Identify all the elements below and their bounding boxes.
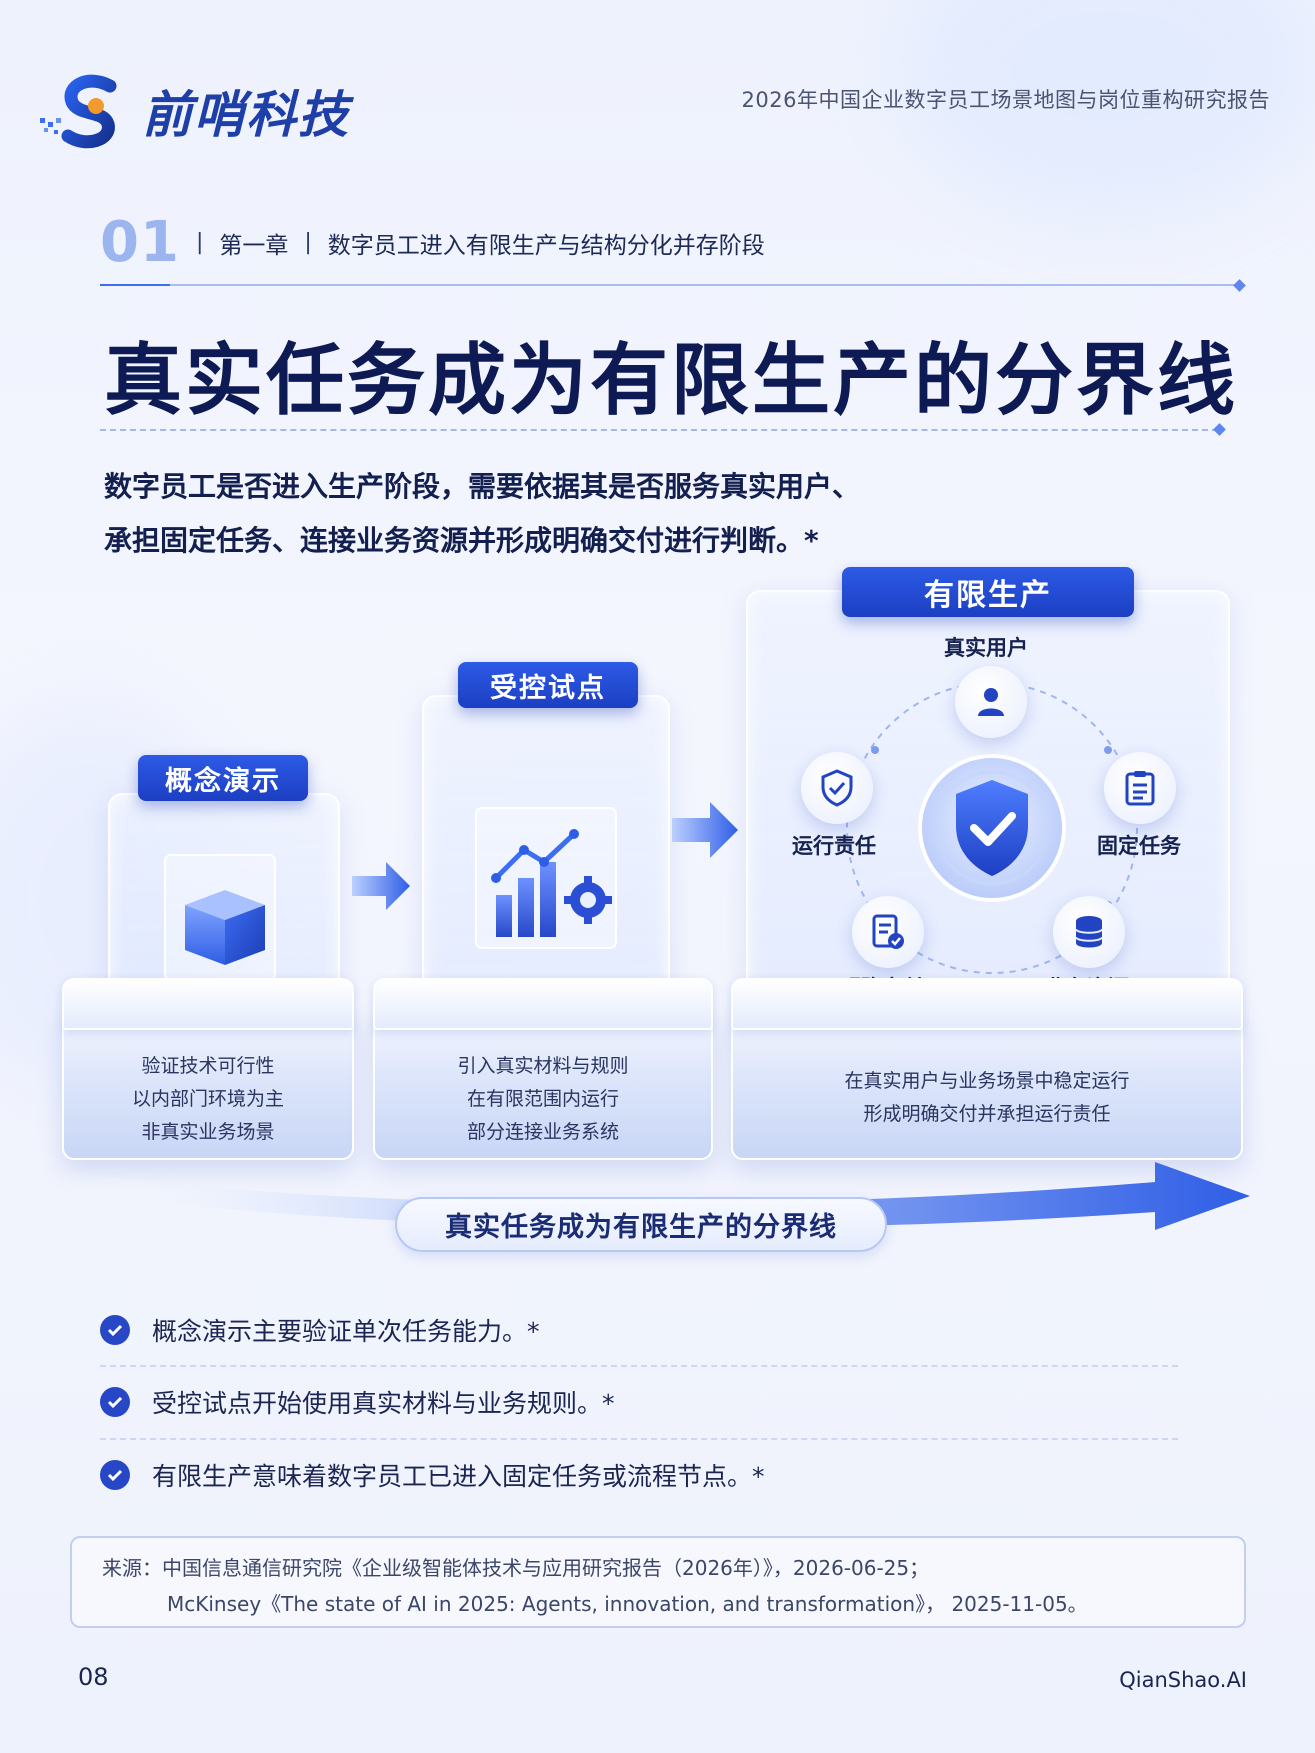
desc-line: 以内部门环境为主	[131, 1088, 284, 1110]
report-title: 2026年中国企业数字员工场景地图与岗位重构研究报告	[741, 88, 1270, 112]
bullet-text: 受控试点开始使用真实材料与业务规则。*	[152, 1389, 615, 1418]
chapter-number: 01	[100, 210, 180, 275]
bullet-divider	[100, 1365, 1178, 1367]
page-number: 08	[78, 1663, 109, 1691]
node-label-real-users: 真实用户	[944, 636, 1028, 660]
check-icon	[100, 1460, 130, 1490]
stage-label-production: 有限生产	[842, 567, 1134, 617]
logo-text: 前哨科技	[142, 86, 350, 144]
bullet-text: 概念演示主要验证单次任务能力。*	[152, 1317, 540, 1346]
brand-logo: 前哨科技	[38, 66, 350, 156]
chapter-label: 第一章	[219, 232, 289, 259]
production-ring	[770, 630, 1210, 1014]
stage-platform-top	[373, 978, 713, 1030]
desc-line: 在有限范围内运行	[466, 1088, 619, 1110]
desc-line: 引入真实材料与规则	[457, 1055, 629, 1077]
bullet-divider	[100, 1438, 1178, 1440]
desc-line: 形成明确交付并承担运行责任	[863, 1103, 1111, 1125]
page-title: 真实任务成为有限生产的分界线	[104, 336, 1239, 426]
stage-label-pilot: 受控试点	[458, 662, 638, 708]
cube-icon	[150, 850, 300, 1004]
desc-line: 部分连接业务系统	[466, 1121, 619, 1143]
desc-line: 非真实业务场景	[141, 1121, 275, 1143]
bullet-item: 受控试点开始使用真实材料与业务规则。*	[100, 1384, 615, 1420]
boundary-banner: 真实任务成为有限生产的分界线	[395, 1197, 887, 1252]
database-icon	[1053, 896, 1125, 968]
clipboard-icon	[1104, 752, 1176, 824]
lead-line: 承担固定任务、连接业务资源并形成明确交付进行判断。*	[104, 524, 819, 557]
footer-brand: QianShao.AI	[1119, 1668, 1247, 1692]
source-line: 来源：中国信息通信研究院《企业级智能体技术与应用研究报告（2026年）》，202…	[102, 1556, 930, 1580]
check-icon	[100, 1387, 130, 1417]
source-line: McKinsey《The state of AI in 2025: Agents…	[167, 1592, 1088, 1616]
growth-chart-icon	[466, 800, 636, 964]
node-label-responsibility: 运行责任	[792, 834, 876, 858]
chapter-heading: 01 | 第一章 | 数字员工进入有限生产与结构分化并存阶段	[100, 210, 765, 275]
desc-line: 验证技术可行性	[141, 1055, 275, 1077]
stage-desc-pilot: 引入真实材料与规则 在有限范围内运行 部分连接业务系统	[373, 1050, 713, 1149]
bullet-item: 概念演示主要验证单次任务能力。*	[100, 1312, 540, 1348]
right-arrow-icon	[352, 860, 412, 916]
lead-paragraph: 数字员工是否进入生产阶段，需要依据其是否服务真实用户、 承担固定任务、连接业务资…	[104, 460, 860, 568]
document-check-icon	[852, 896, 924, 968]
progress-arrow-icon	[50, 1160, 1255, 1264]
bullet-item: 有限生产意味着数字员工已进入固定任务或流程节点。*	[100, 1457, 765, 1493]
stage-platform-top	[731, 978, 1243, 1030]
lead-line: 数字员工是否进入生产阶段，需要依据其是否服务真实用户、	[104, 470, 861, 503]
user-icon	[955, 666, 1027, 738]
source-box: 来源：中国信息通信研究院《企业级智能体技术与应用研究报告（2026年）》，202…	[70, 1536, 1246, 1628]
stage-desc-production: 在真实用户与业务场景中稳定运行 形成明确交付并承担运行责任	[731, 1065, 1243, 1131]
node-label-fixed-tasks: 固定任务	[1097, 834, 1181, 858]
bullet-text: 有限生产意味着数字员工已进入固定任务或流程节点。*	[152, 1462, 765, 1491]
title-divider	[100, 429, 1218, 431]
shield-check-icon	[801, 752, 873, 824]
stage-platform-top	[62, 978, 354, 1030]
chapter-underline	[100, 284, 1240, 286]
stage-desc-concept: 验证技术可行性 以内部门环境为主 非真实业务场景	[62, 1050, 354, 1149]
chapter-divider: |	[304, 230, 312, 255]
logo-mark-icon	[38, 66, 138, 156]
desc-line: 在真实用户与业务场景中稳定运行	[844, 1070, 1130, 1092]
chapter-divider: |	[195, 230, 204, 255]
chapter-title: 数字员工进入有限生产与结构分化并存阶段	[327, 232, 765, 259]
stage-label-concept: 概念演示	[138, 755, 308, 801]
check-icon	[100, 1315, 130, 1345]
right-arrow-icon	[672, 800, 740, 864]
diamond-marker	[1233, 279, 1246, 292]
